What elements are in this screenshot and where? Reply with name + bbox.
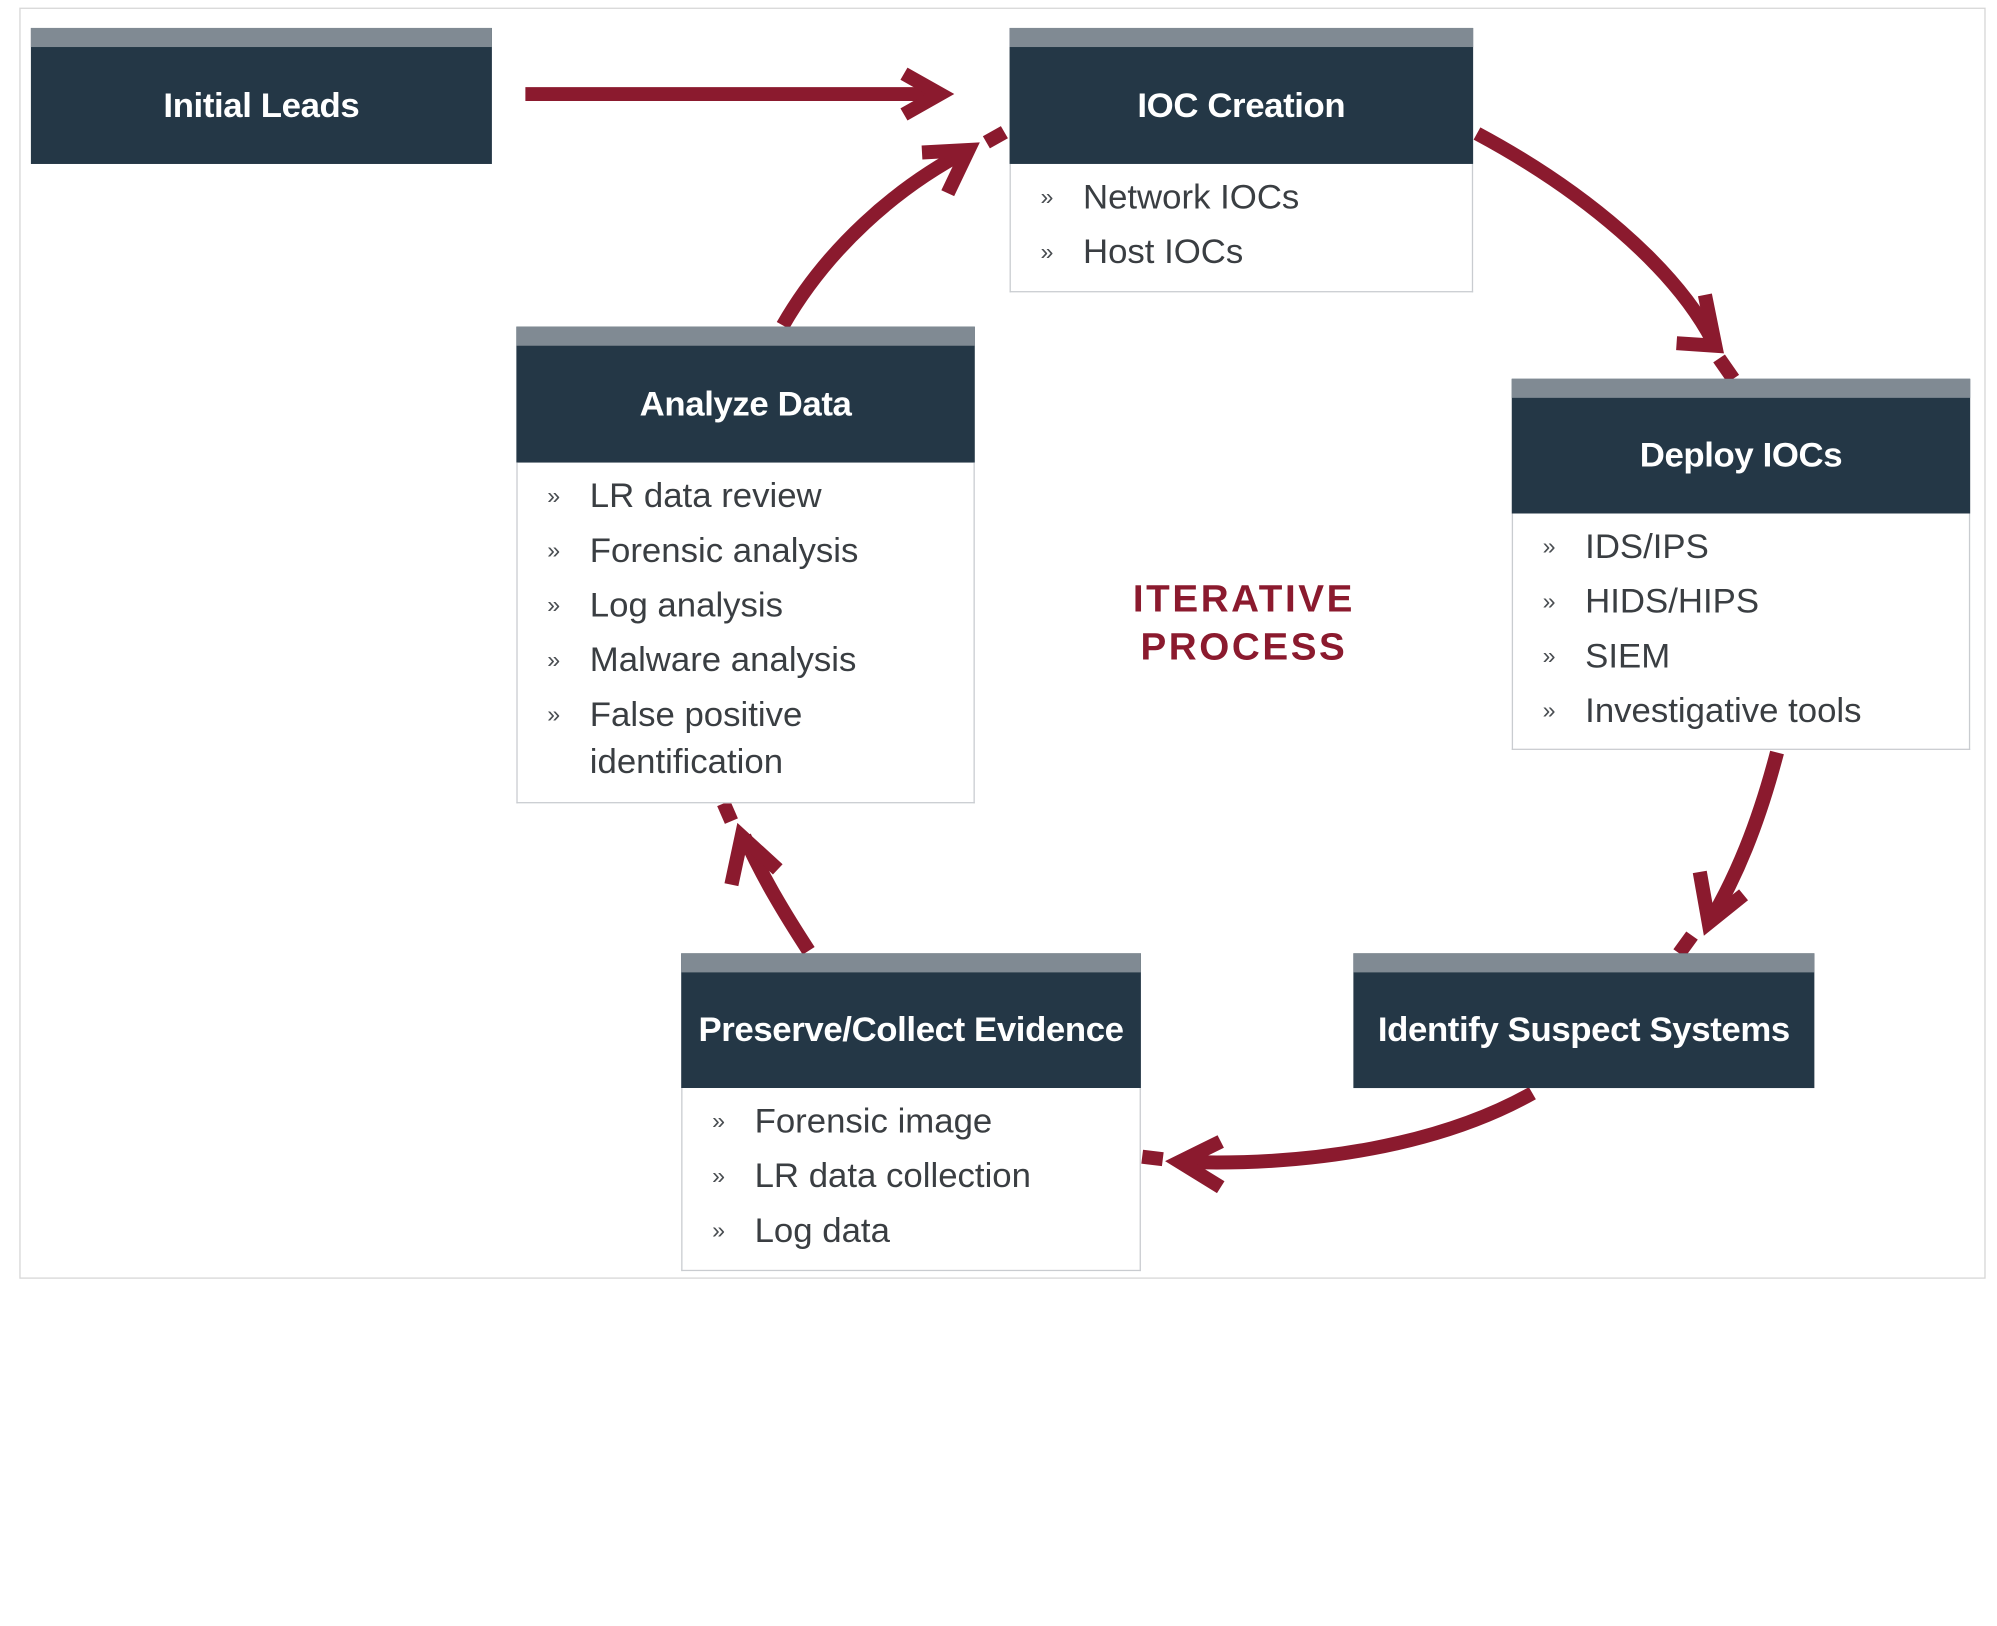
bullet-icon: » [547, 592, 561, 618]
list-item: » SIEM [1513, 633, 1969, 680]
list-item: » LR data collection [682, 1153, 1139, 1200]
bullet-icon: » [1542, 697, 1556, 724]
node-analyze-data-title: Analyze Data [516, 326, 975, 463]
node-deploy-iocs-title: Deploy IOCs [1511, 378, 1971, 514]
bullet-icon: » [1542, 588, 1556, 614]
bullet-icon: » [547, 537, 561, 564]
list-item-text: Malware analysis [589, 640, 857, 679]
list-item: » Forensic analysis [518, 528, 974, 575]
arrow-preserve-to-analyze [717, 800, 815, 955]
list-item: » Investigative tools [1513, 688, 1969, 735]
list-item: » LR data review [518, 473, 974, 520]
list-item-text: IDS/IPS [1585, 527, 1709, 566]
flow-arrows [525, 67, 1784, 1194]
center-label-line2: PROCESS [1140, 626, 1348, 669]
arrow-initial-to-ioc [525, 67, 955, 121]
bullet-icon: » [547, 483, 561, 509]
list-item: » Network IOCs [1011, 174, 1472, 221]
node-preserve-collect-evidence-title: Preserve/Collect Evidence [681, 953, 1141, 1089]
node-deploy-iocs: Deploy IOCs » IDS/IPS » HIDS/HIPS » SIEM » I… [1511, 378, 1971, 750]
list-item-text: Log data [754, 1211, 890, 1250]
list-item-text: HIDS/HIPS [1585, 582, 1760, 621]
list-item-text: SIEM [1585, 636, 1671, 675]
node-ioc-creation-list: » Network IOCs » Host IOCs [1009, 163, 1474, 293]
node-analyze-data-list: » LR data review » Forensic analysis » Log … [516, 462, 975, 804]
node-deploy-iocs-list: » IDS/IPS » HIDS/HIPS » SIEM » Investigative… [1511, 513, 1971, 750]
arrow-identify-to-preserve [1141, 1087, 1536, 1194]
bullet-icon: » [547, 646, 561, 673]
list-item-text: Host IOCs [1082, 232, 1244, 271]
list-item: » Malware analysis [518, 637, 974, 684]
list-item-text: LR data review [589, 476, 822, 515]
list-item-text: Log analysis [589, 585, 784, 625]
list-item: » IDS/IPS [1513, 524, 1969, 571]
list-item-text: Forensic analysis [589, 531, 859, 570]
node-ioc-creation: IOC Creation » Network IOCs » Host IOCs [1009, 27, 1474, 293]
node-ioc-creation-title: IOC Creation [1009, 27, 1474, 164]
list-item-text: Network IOCs [1082, 177, 1300, 217]
list-item: » Host IOCs [1011, 229, 1472, 276]
list-item: » Log analysis [518, 582, 974, 629]
node-initial-leads: Initial Leads [30, 27, 492, 164]
list-item-text: False positive identification [589, 695, 803, 781]
bullet-icon: » [1040, 184, 1054, 210]
bullet-icon: » [547, 701, 561, 728]
list-item-text: LR data collection [754, 1156, 1031, 1195]
bullet-icon: » [1040, 238, 1054, 265]
arrow-deploy-to-identify [1673, 750, 1784, 958]
bullet-icon: » [712, 1163, 725, 1189]
bullet-icon: » [1542, 643, 1556, 669]
arrow-ioc-to-deploy [1473, 127, 1740, 383]
node-identify-suspect-systems: Identify Suspect Systems [1353, 953, 1815, 1089]
node-identify-suspect-systems-title: Identify Suspect Systems [1353, 953, 1815, 1089]
node-initial-leads-title: Initial Leads [30, 27, 492, 164]
list-item: » HIDS/HIPS [1513, 578, 1969, 625]
list-item-text: Investigative tools [1585, 691, 1862, 730]
list-item: » False positive identification [518, 691, 974, 785]
node-preserve-collect-evidence: Preserve/Collect Evidence » Forensic imag… [681, 953, 1141, 1272]
bullet-icon: » [712, 1217, 725, 1244]
bullet-icon: » [1542, 533, 1556, 560]
bullet-icon: » [712, 1108, 725, 1134]
arrow-analyze-to-ioc [776, 126, 1008, 329]
node-preserve-collect-evidence-list: » Forensic image » LR data collection » Log… [681, 1088, 1141, 1272]
list-item: » Forensic image [682, 1098, 1139, 1145]
list-item: » Log data [682, 1208, 1139, 1255]
node-analyze-data: Analyze Data » LR data review » Forensic a… [516, 326, 975, 804]
center-label-line1: ITERATIVE [1132, 578, 1355, 621]
iterative-process-label: ITERATIVE PROCESS [1115, 576, 1373, 673]
list-item-text: Forensic image [754, 1102, 993, 1141]
